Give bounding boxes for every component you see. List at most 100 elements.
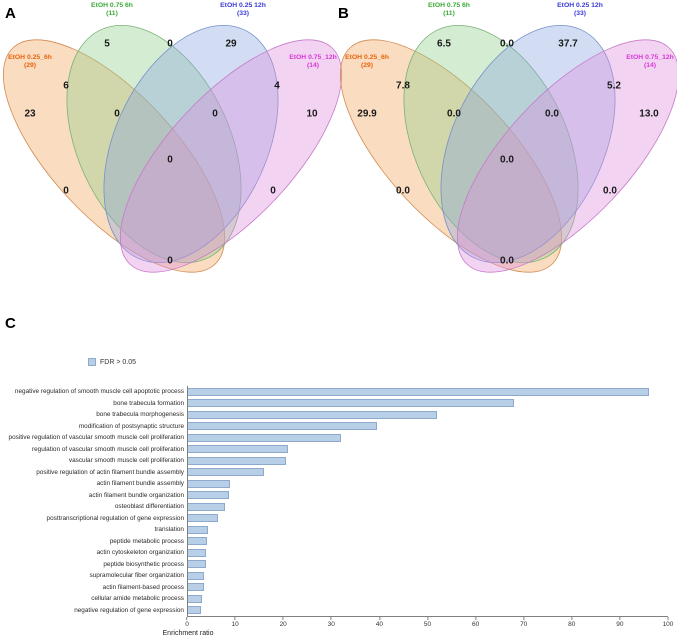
venn-region-percent: 7.8 [396, 80, 410, 92]
bar [187, 525, 209, 534]
venn-diagram-counts: EtOH 0.25_6h (29) EtOH 0.75 6h (11) EtOH… [0, 0, 345, 308]
x-axis-label: Enrichment ratio [162, 630, 214, 637]
bar-track [187, 456, 668, 465]
tick-mark [523, 617, 525, 620]
venn-region-percent: 0.0 [500, 38, 514, 50]
set-name: EtOH 0.75 6h [91, 2, 133, 9]
venn-region-count: 6 [63, 80, 69, 92]
bar-category-label: bone trabecula morphogenesis [96, 411, 184, 419]
venn-region-percent: 5.2 [607, 80, 621, 92]
bar [187, 537, 208, 546]
set-name: EtOH 0.75 6h [428, 2, 470, 9]
bar-track [187, 422, 668, 431]
bar-category-label: regulation of vascular smooth muscle cel… [31, 445, 184, 453]
venn-region-percent: 13.0 [639, 108, 659, 120]
venn-region-percent: 0.0 [396, 185, 410, 197]
bar-track [187, 445, 668, 454]
venn-a-svg [2, 24, 343, 273]
tick-label: 80 [568, 621, 576, 628]
set-name: EtOH 0.25 12h [220, 2, 266, 9]
bar-track [187, 433, 668, 442]
bar-category-label: positive regulation of vascular smooth m… [8, 434, 184, 442]
bar-category-label: modification of postsynaptic structure [78, 422, 184, 430]
bar [187, 583, 204, 592]
x-axis-tick: 90 [616, 617, 624, 628]
bar-row: positive regulation of actin filament bu… [0, 467, 677, 479]
bar [187, 410, 438, 419]
venn-a-ellipse-etoh-075-6h [66, 24, 242, 264]
legend-label: FDR > 0.05 [100, 358, 136, 366]
bar-category-label: translation [154, 526, 185, 534]
bar-track [187, 548, 668, 557]
venn-region-count: 23 [24, 108, 36, 120]
venn-a-set-label-etoh-025-12h: EtOH 0.25 12h (33) [220, 2, 266, 19]
tick-mark [234, 617, 236, 620]
bar-category-label: vascular smooth muscle cell proliferatio… [68, 457, 184, 465]
set-name: EtOH 0.25 12h [557, 2, 603, 9]
venn-region-count: 10 [306, 108, 318, 120]
bar-track [187, 583, 668, 592]
bar-row: osteoblast differentiation [0, 501, 677, 513]
bar-track [187, 560, 668, 569]
bar [187, 468, 264, 477]
bar-category-label: supramolecular fiber organization [89, 572, 185, 580]
bar-category-label: positive regulation of actin filament bu… [36, 468, 184, 476]
set-total: (11) [443, 10, 455, 18]
bar-row: actin filament-based process [0, 582, 677, 594]
venn-region-percent: 37.7 [558, 38, 578, 50]
bar-category-label: peptide metabolic process [109, 537, 184, 545]
venn-region-count: 0 [167, 154, 173, 166]
tick-mark [330, 617, 332, 620]
bar [187, 514, 219, 523]
bar [187, 594, 202, 603]
bar-track [187, 410, 668, 419]
bar-category-label: actin cytoskeleton organization [96, 549, 184, 557]
bar-category-label: cellular amide metabolic process [91, 595, 184, 603]
bar-track [187, 491, 668, 500]
bar-category-label: osteoblast differentiation [114, 503, 184, 511]
bar [187, 456, 286, 465]
bar-track [187, 594, 668, 603]
venn-b-set-label-etoh-025-6h: EtOH 0.25_6h (29) [345, 54, 389, 71]
bar [187, 422, 377, 431]
bar-row: cellular amide metabolic process [0, 593, 677, 605]
bar-category-label: bone trabecula formation [113, 399, 184, 407]
bar-row: negative regulation of gene expression [0, 605, 677, 617]
set-total: (14) [643, 62, 657, 70]
venn-region-count: 0 [270, 185, 276, 197]
bar-row: actin filament bundle organization [0, 490, 677, 502]
enrichment-bar-chart: FDR > 0.05 negative regulation of smooth… [0, 352, 677, 637]
x-axis-tick: 80 [568, 617, 575, 628]
bar-category-label: actin filament bundle assembly [96, 480, 184, 488]
bar-category-label: posttranscriptional regulation of gene e… [46, 514, 184, 522]
venn-region-percent: 6.5 [437, 38, 451, 50]
venn-a-set-label-etoh-075-6h: EtOH 0.75 6h (11) [91, 2, 133, 19]
x-axis-tick: 50 [424, 617, 431, 628]
bar [187, 560, 207, 569]
bar-track [187, 537, 668, 546]
set-name: EtOH 0.75_12h [289, 54, 337, 61]
set-total: (11) [106, 10, 118, 18]
panel-b-letter: B [338, 5, 349, 22]
set-total: (33) [236, 10, 250, 18]
tick-label: 20 [279, 621, 287, 628]
venn-region-count: 0 [212, 108, 218, 120]
bar-row: peptide biosynthetic process [0, 559, 677, 571]
bar-row: regulation of vascular smooth muscle cel… [0, 444, 677, 456]
bar-row: modification of postsynaptic structure [0, 421, 677, 433]
tick-label: 70 [520, 621, 528, 628]
bar-rows: negative regulation of smooth muscle cel… [0, 386, 677, 616]
bar [187, 399, 515, 408]
venn-b-ellipse-etoh-025-12h [440, 24, 616, 264]
bar-row: negative regulation of smooth muscle cel… [0, 386, 677, 398]
set-name: EtOH 0.25_6h [8, 54, 52, 61]
bar-row: posttranscriptional regulation of gene e… [0, 513, 677, 525]
bar-row: vascular smooth muscle cell proliferatio… [0, 455, 677, 467]
bar-row: bone trabecula morphogenesis [0, 409, 677, 421]
venn-b-set-label-etoh-075-12h: EtOH 0.75_12h (14) [626, 54, 674, 71]
tick-mark [571, 617, 573, 620]
venn-b-set-label-etoh-025-12h: EtOH 0.25 12h (33) [557, 2, 603, 19]
x-axis-tick: 10 [231, 617, 239, 628]
